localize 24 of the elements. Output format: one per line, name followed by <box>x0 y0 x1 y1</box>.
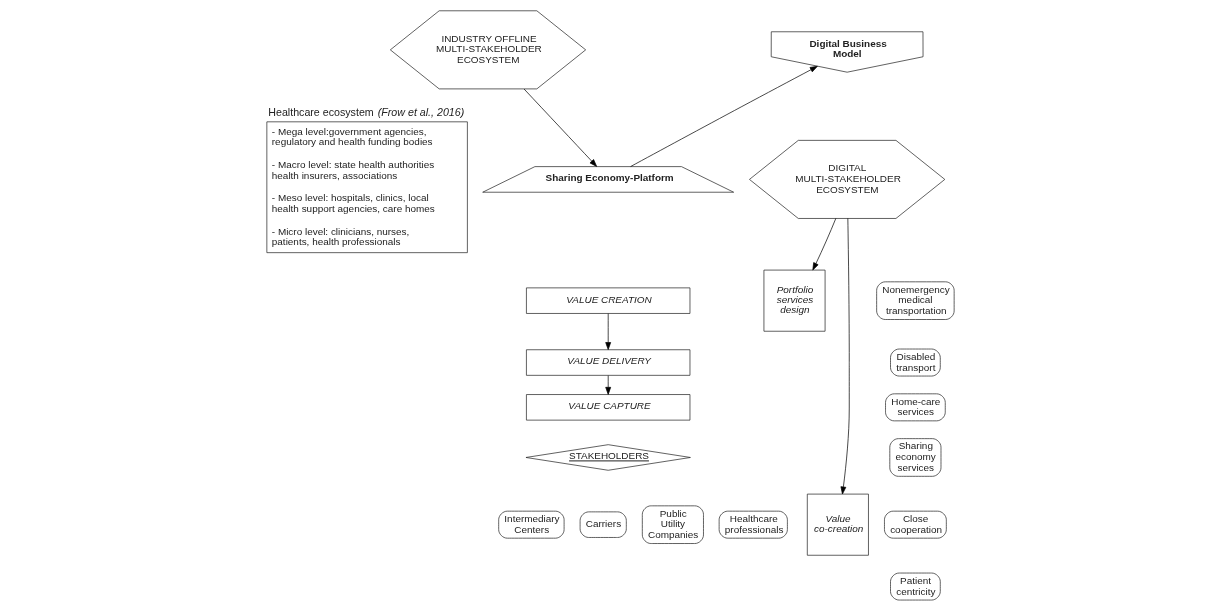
node-box: Value co-creation <box>806 493 869 556</box>
node-box: VALUE DELIVERY <box>526 349 691 376</box>
node-box: Home-care services <box>885 393 946 422</box>
node-box: Nonemergency medical transportation <box>876 281 955 320</box>
node-label: Healthcare ecosystem (Frow et al., 2016) <box>268 106 465 119</box>
arrow <box>523 88 597 167</box>
arrow <box>605 375 612 395</box>
node-box: Healthcare professionals <box>718 510 788 539</box>
node-box: Intermediary Centers <box>498 510 565 539</box>
node-box: Carriers <box>579 511 627 538</box>
node-box: VALUE CAPTURE <box>526 394 691 421</box>
arrow <box>605 313 612 350</box>
node-box: Public Utility Companies <box>641 505 704 544</box>
node-box: Disabled transport <box>890 348 941 377</box>
arrow <box>840 218 850 495</box>
node-box: Sharing economy services <box>889 438 942 477</box>
arrow <box>630 65 818 167</box>
node-diamond: STAKEHOLDERS <box>525 444 691 471</box>
node-box: Patient centricity <box>890 572 941 601</box>
node-box: Portfolio services design <box>763 269 826 332</box>
node-box: - Mega level:government agencies, regulatory and health funding bodies - Macro level: state health authorities health insurers, associations - Meso level: hospitals, clinics, local health support agencies, care homes - Micro level: clinicians, nurses, patients, health professionals <box>266 121 468 254</box>
arrow <box>812 218 837 271</box>
node-box: VALUE CREATION <box>526 287 691 314</box>
node-box: Close cooperation <box>884 510 947 539</box>
